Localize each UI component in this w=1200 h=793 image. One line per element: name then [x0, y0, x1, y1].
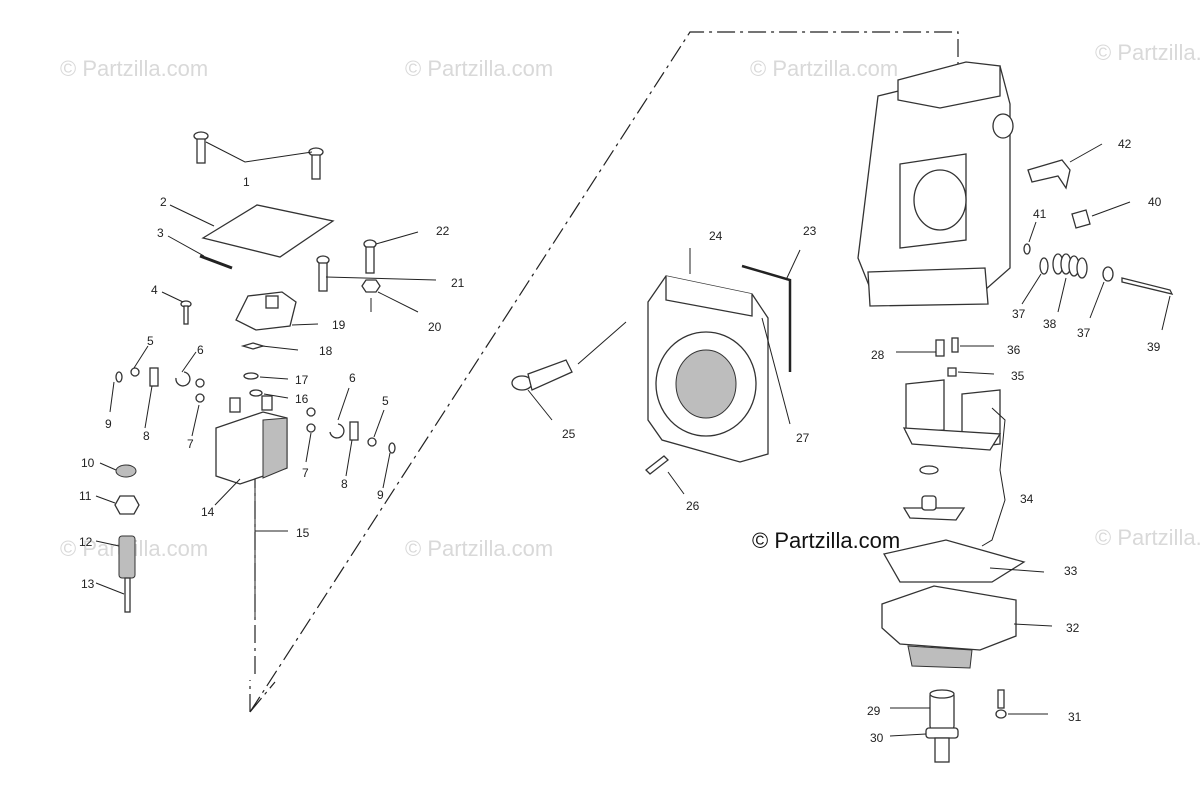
callout-21: 21	[451, 276, 465, 290]
callout-9: 9	[377, 488, 384, 502]
callout-33: 33	[1064, 564, 1078, 578]
float-bowl	[881, 585, 1053, 669]
callout-24: 24	[709, 229, 723, 243]
callout-29: 29	[867, 704, 881, 718]
callout-26: 26	[686, 499, 700, 513]
callout-39: 39	[1147, 340, 1161, 354]
ring	[249, 389, 263, 397]
bracket	[235, 291, 319, 331]
assembly-guide-line	[249, 31, 959, 713]
watermark: © Partzilla.com	[60, 56, 208, 81]
callout-17: 17	[295, 373, 309, 387]
callout-12: 12	[79, 535, 93, 549]
washer	[1023, 243, 1031, 255]
brand-watermark: © Partzilla.com	[752, 528, 900, 553]
clip	[240, 342, 266, 350]
callout-40: 40	[1148, 195, 1162, 209]
callout-22: 22	[436, 224, 450, 238]
callout-13: 13	[81, 577, 95, 591]
watermark: © Partzilla.com	[1095, 40, 1200, 65]
callout-labels: 1 2 3 4 5 5 6 6 7 7 8 8 9 9 10 11 12 13 …	[79, 137, 1162, 745]
callout-2: 2	[160, 195, 167, 209]
callout-37: 37	[1012, 307, 1026, 321]
idle-screw	[1121, 277, 1174, 295]
callout-35: 35	[1011, 369, 1025, 383]
carb-housing	[647, 248, 791, 463]
callout-20: 20	[428, 320, 442, 334]
callout-27: 27	[796, 431, 810, 445]
watermark: © Partzilla.com	[750, 56, 898, 81]
fuel-fitting	[1027, 159, 1071, 190]
callout-14: 14	[201, 505, 215, 519]
callout-41: 41	[1033, 207, 1047, 221]
callout-4: 4	[151, 283, 158, 297]
drain-plug	[889, 689, 959, 763]
washer	[1039, 257, 1049, 275]
callout-30: 30	[870, 731, 884, 745]
callout-5: 5	[147, 334, 154, 348]
callout-1: 1	[243, 175, 250, 189]
callout-7: 7	[187, 437, 194, 451]
callout-11: 11	[79, 489, 92, 503]
screw-pair	[193, 131, 324, 180]
callout-25: 25	[562, 427, 576, 441]
pin	[645, 455, 669, 475]
callout-8: 8	[341, 477, 348, 491]
callout-7: 7	[302, 466, 309, 480]
washer	[1102, 266, 1114, 282]
callout-16: 16	[295, 392, 309, 406]
carb-body	[857, 61, 1014, 307]
callout-42: 42	[1118, 137, 1132, 151]
jet	[947, 367, 957, 377]
cap	[1071, 209, 1091, 229]
hardware-right	[305, 387, 396, 489]
callout-38: 38	[1043, 317, 1057, 331]
callout-31: 31	[1068, 710, 1082, 724]
callout-10: 10	[81, 456, 95, 470]
callout-9: 9	[105, 417, 112, 431]
watermark-layer: © Partzilla.com © Partzilla.com © Partzi…	[60, 40, 1200, 561]
callout-3: 3	[157, 226, 164, 240]
watermark: © Partzilla.com	[405, 536, 553, 561]
screw-small-bowl	[995, 689, 1048, 719]
watermark: © Partzilla.com	[405, 56, 553, 81]
callout-6: 6	[197, 343, 204, 357]
callout-28: 28	[871, 348, 885, 362]
screws-right	[316, 231, 437, 313]
callout-23: 23	[803, 224, 817, 238]
bowl-gasket	[882, 539, 1026, 583]
callout-18: 18	[319, 344, 333, 358]
callout-19: 19	[332, 318, 346, 332]
jet-assembly	[95, 462, 140, 613]
hardware-left	[109, 345, 205, 437]
watermark: © Partzilla.com	[1095, 525, 1200, 550]
callout-5: 5	[382, 394, 389, 408]
callout-34: 34	[1020, 492, 1034, 506]
callout-15: 15	[296, 526, 310, 540]
reed-block	[214, 395, 288, 506]
callout-32: 32	[1066, 621, 1080, 635]
float-assembly	[902, 379, 1006, 547]
callout-36: 36	[1007, 343, 1021, 357]
callout-37: 37	[1077, 326, 1091, 340]
callout-8: 8	[143, 429, 150, 443]
jet	[951, 337, 959, 353]
callout-6: 6	[349, 371, 356, 385]
small-screw	[161, 291, 192, 325]
gasket-strip	[741, 264, 792, 372]
cover-plate	[167, 204, 335, 270]
spring	[1052, 253, 1088, 279]
ring	[243, 372, 259, 380]
jet	[935, 339, 945, 357]
screw-large	[511, 321, 627, 421]
